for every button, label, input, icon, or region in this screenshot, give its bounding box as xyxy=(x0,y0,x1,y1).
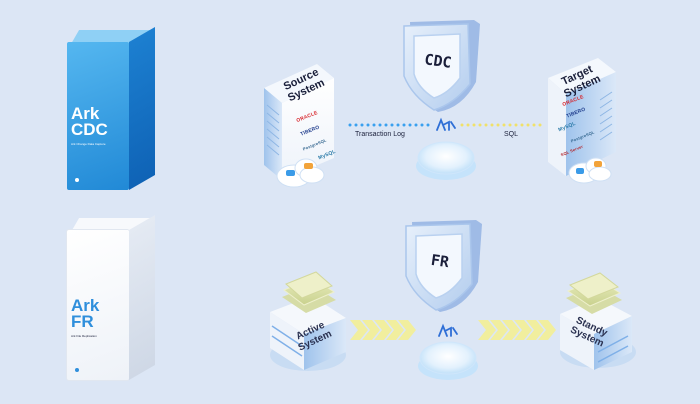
fr-box-brand: Ark xyxy=(71,296,100,315)
standby-files-icon xyxy=(566,272,622,314)
fr-right-arrows xyxy=(478,320,556,340)
cdc-engine-pad xyxy=(416,141,476,180)
fr-box-front xyxy=(67,230,129,380)
standby-system-server xyxy=(560,298,636,370)
fr-ark-logo-icon xyxy=(438,323,458,337)
cdc-box-emblem-icon xyxy=(75,178,79,182)
ark-fr-product-box: Ark FR Ark File Replication xyxy=(63,214,163,383)
fr-shield-icon xyxy=(405,220,482,312)
target-system-server xyxy=(548,58,616,176)
cdc-box-tagline: Ark Change Data Capture xyxy=(71,142,106,146)
active-system-server xyxy=(270,296,346,371)
fr-engine-pad xyxy=(418,341,478,380)
source-cloud-icon xyxy=(276,158,325,188)
cdc-shield-icon xyxy=(403,20,480,112)
fr-box-emblem-icon xyxy=(75,368,79,372)
source-system-server xyxy=(264,64,334,180)
sql-label: SQL xyxy=(504,131,519,138)
cdc-box-brand: Ark xyxy=(71,104,100,123)
fr-box-name: FR xyxy=(71,312,94,331)
transaction-log-label: Transaction Log xyxy=(355,131,405,138)
cdc-box-name: CDC xyxy=(71,120,108,139)
ark-logo-icon xyxy=(436,117,456,131)
fr-box-tagline: Ark File Replication xyxy=(71,334,97,338)
active-files-icon xyxy=(282,271,336,313)
fr-left-arrows xyxy=(350,320,416,340)
cdc-box-front xyxy=(67,42,129,190)
ark-cdc-product-box: Ark CDC Ark Change Data Capture xyxy=(63,26,163,191)
transaction-log-link xyxy=(348,123,430,127)
sql-link xyxy=(460,123,542,127)
target-cloud-icon xyxy=(568,157,612,184)
